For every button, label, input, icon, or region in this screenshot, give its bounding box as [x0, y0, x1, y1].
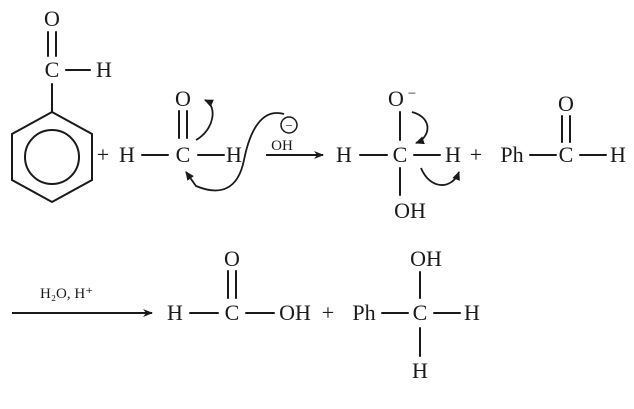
- curved-arrow-hydroxide-attack: [185, 112, 285, 192]
- benzene-aromatic-circle: [24, 129, 80, 185]
- intermediate-oxide-charge: −: [408, 86, 416, 102]
- formaldehyde-carbon: C: [176, 142, 191, 167]
- benzaldehyde-oxygen: O: [44, 6, 60, 31]
- benzyl-alcohol-lower-hydrogen: H: [412, 358, 428, 383]
- curved-arrow-oxide-reform: [411, 111, 429, 145]
- curved-arrow-hydride-shift: [420, 167, 460, 186]
- benzaldehyde: O C H: [11, 6, 112, 204]
- formic-acid-oxygen: O: [224, 246, 240, 271]
- phenyl-aldehyde-hydrogen: H: [610, 142, 626, 167]
- intermediate-oxide-oxygen: O: [388, 86, 404, 111]
- step2-conditions: H₂O, H⁺: [40, 286, 93, 302]
- tetrahedral-intermediate: H C O − OH H: [336, 86, 461, 223]
- formic-acid-hydroxyl: OH: [279, 300, 311, 325]
- formaldehyde: H C O H: [119, 86, 242, 167]
- phenyl-aldehyde-ph: Ph: [500, 142, 523, 167]
- plus-sign-1: +: [97, 142, 109, 167]
- benzyl-alcohol-carbon: C: [413, 300, 428, 325]
- phenyl-aldehyde-carbon: C: [559, 142, 574, 167]
- benzyl-alcohol-hydroxyl: OH: [410, 246, 442, 271]
- benzyl-alcohol-ph: Ph: [352, 300, 375, 325]
- benzaldehyde-hydrogen: H: [96, 57, 112, 82]
- intermediate-carbon: C: [393, 142, 408, 167]
- intermediate-hydroxyl: OH: [394, 198, 426, 223]
- phenyl-aldehyde-oxygen: O: [558, 91, 574, 116]
- plus-sign-2: +: [470, 142, 482, 167]
- benzaldehyde-carbon: C: [45, 57, 60, 82]
- intermediate-right-hydrogen: H: [445, 142, 461, 167]
- hydroxide-label: OH: [271, 138, 293, 154]
- plus-sign-3: +: [322, 300, 334, 325]
- intermediate-left-hydrogen: H: [336, 142, 352, 167]
- benzyl-alcohol: Ph C OH H H: [352, 246, 480, 383]
- benzene-ring: [11, 110, 93, 204]
- formaldehyde-left-hydrogen: H: [119, 142, 135, 167]
- formaldehyde-right-hydrogen: H: [226, 142, 242, 167]
- hydroxide-reagent: − OH: [271, 116, 298, 154]
- formaldehyde-oxygen: O: [175, 86, 191, 111]
- benzyl-alcohol-right-hydrogen: H: [464, 300, 480, 325]
- formic-acid: H C O OH: [167, 246, 311, 325]
- curved-arrow-carbonyl-to-oxygen: [195, 99, 214, 141]
- phenyl-aldehyde: Ph C O H: [500, 91, 626, 167]
- formic-acid-carbon: C: [225, 300, 240, 325]
- formic-acid-hydrogen: H: [167, 300, 183, 325]
- hydroxide-charge: −: [285, 118, 292, 133]
